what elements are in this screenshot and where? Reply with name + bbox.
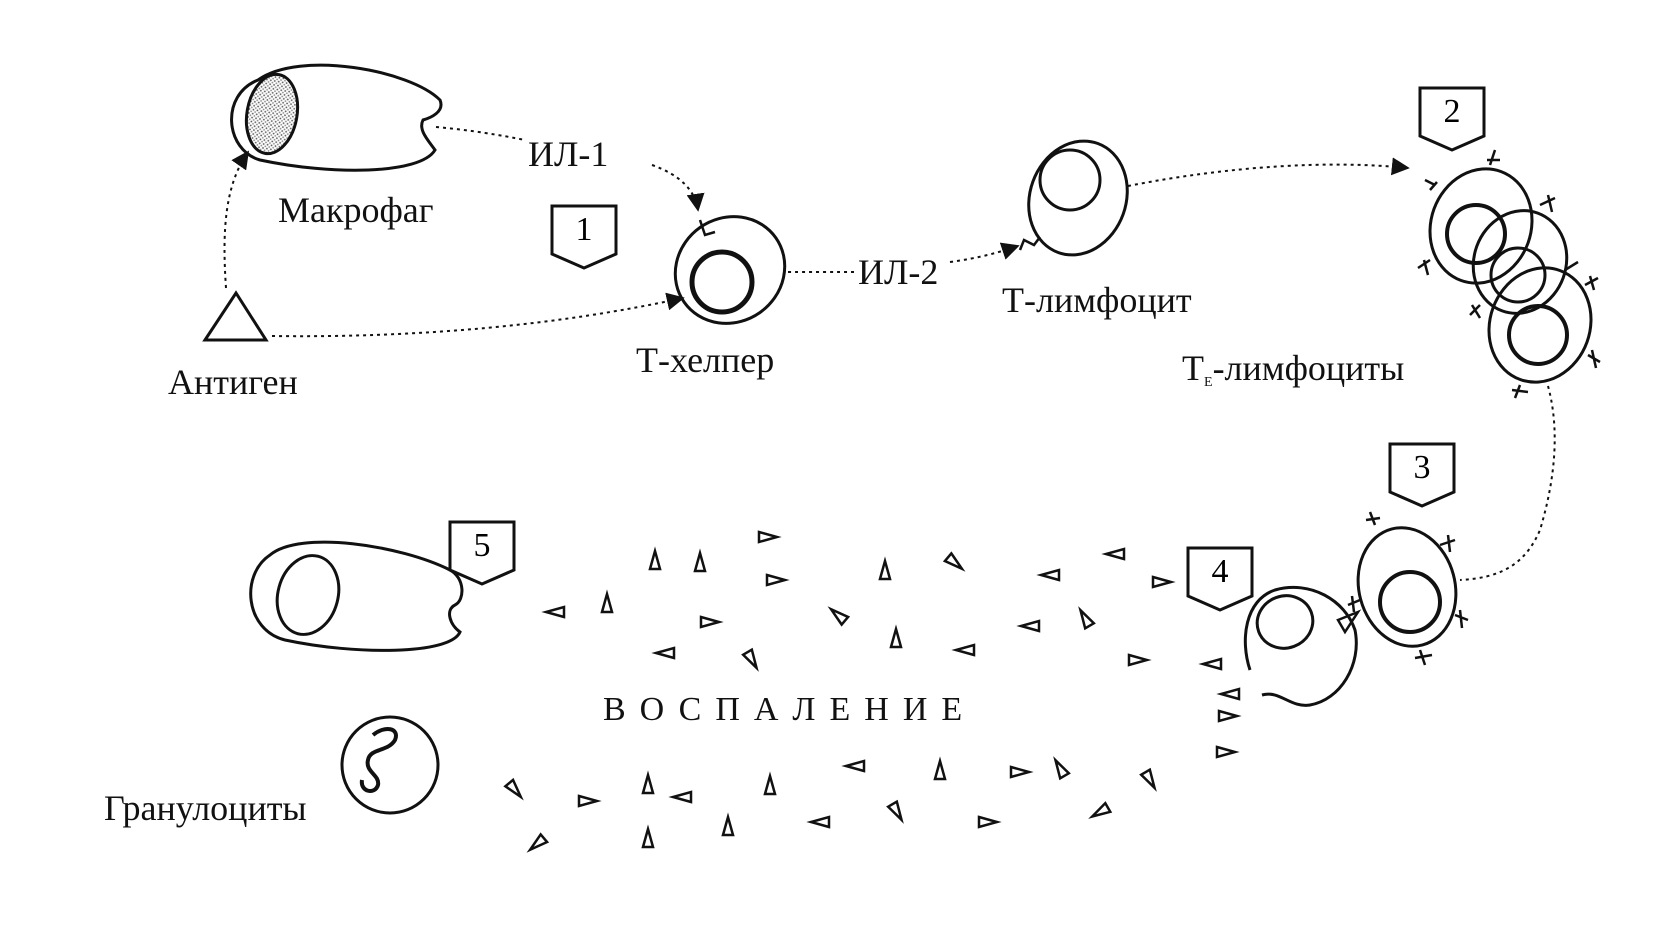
cytokine-triangle-icon: [1016, 619, 1041, 633]
cytokine-triangle-icon: [600, 589, 614, 614]
cytokine-triangle-icon: [1217, 709, 1242, 723]
cytokine-triangle-icon: [648, 546, 662, 571]
cytokine-field: [503, 530, 1242, 853]
cytokine-triangle-icon: [541, 605, 566, 619]
label-inflammation: ВОСПАЛЕНИЕ: [603, 691, 977, 728]
step-number: 4: [1212, 553, 1229, 590]
cytokine-triangle-icon: [526, 832, 550, 853]
cytokine-triangle-icon: [757, 530, 782, 544]
label-te-lymphocytes: ТЕ-лимфоциты: [1182, 350, 1404, 390]
label-granulocytes: Гранулоциты: [104, 788, 307, 828]
cytokine-triangle-icon: [1009, 765, 1034, 779]
step-badge-5: 5: [448, 520, 516, 586]
arrow-antigen-to-t-helper: [271, 292, 685, 338]
cytokine-triangle-icon: [942, 551, 966, 572]
cytokine-triangle-icon: [933, 756, 947, 781]
cytokine-triangle-icon: [741, 647, 759, 672]
cytokine-triangle-icon: [503, 777, 524, 801]
target-cell-icon: [1243, 585, 1362, 707]
t-lymphocyte-cell-icon: [1018, 139, 1129, 257]
step-badge-2: 2: [1418, 86, 1486, 152]
cytokine-triangle-icon: [577, 794, 602, 808]
label-te-subscript: Е: [1204, 375, 1213, 390]
cytokine-triangle-icon: [1127, 653, 1152, 667]
label-te-suffix: -лимфоциты: [1212, 348, 1405, 388]
cytokine-triangle-icon: [699, 615, 724, 629]
cytokine-triangle-icon: [886, 799, 904, 824]
cytokine-triangle-icon: [1198, 657, 1223, 671]
cytokine-triangle-icon: [641, 824, 655, 849]
step-number: 5: [474, 527, 491, 564]
arrow-t-lymphocyte-to-te: [1127, 157, 1410, 187]
label-il2: ИЛ-2: [858, 252, 939, 292]
macrophage-cell-icon: [230, 63, 443, 172]
step-number: 3: [1414, 449, 1431, 486]
label-macrophage: Макрофаг: [278, 190, 434, 230]
arrow-il2-to-t-lymphocyte: [949, 242, 1020, 263]
step-badge-3: 3: [1388, 442, 1456, 508]
step-number: 2: [1444, 93, 1461, 130]
arrow-macrophage-to-il1: [435, 126, 526, 141]
cytokine-triangle-icon: [765, 573, 790, 587]
arrow-te-to-effector: [1459, 385, 1556, 581]
cytokine-triangle-icon: [721, 812, 735, 837]
cytokine-triangle-icon: [1053, 756, 1071, 781]
step-badge-4: 4: [1186, 546, 1254, 612]
cytokine-triangle-icon: [693, 548, 707, 573]
cytokine-triangle-icon: [889, 624, 903, 649]
cytokine-triangle-icon: [763, 771, 777, 796]
cytokine-triangle-icon: [878, 556, 892, 581]
cytokine-triangle-icon: [1215, 745, 1240, 759]
cytokine-triangle-icon: [977, 815, 1002, 829]
macrophage-cell-icon: [249, 540, 464, 652]
arrow-il1-to-t-helper: [651, 164, 705, 212]
label-t-helper: Т-хелпер: [636, 340, 775, 380]
label-antigen: Антиген: [168, 362, 298, 402]
arrow-antigen-to-macrophage: [223, 150, 250, 289]
cytokine-triangle-icon: [806, 815, 831, 829]
cytokine-triangle-icon: [841, 759, 866, 773]
cytokine-triangle-icon: [1078, 606, 1096, 631]
step-number: 1: [576, 211, 593, 248]
cytokine-triangle-icon: [1088, 801, 1113, 819]
cytokine-triangle-icon: [1036, 568, 1061, 582]
te-lymphocytes-cluster-icon: [1417, 149, 1601, 399]
cytokine-triangle-icon: [668, 790, 693, 804]
cytokine-triangle-icon: [641, 770, 655, 795]
effector-t-cell-icon: [1347, 511, 1469, 666]
cytokine-triangle-icon: [1216, 687, 1241, 701]
cytokine-triangle-icon: [1151, 575, 1176, 589]
cytokine-triangle-icon: [1101, 547, 1126, 561]
cytokine-triangle-icon: [1139, 767, 1157, 792]
label-il1: ИЛ-1: [528, 134, 609, 174]
t-helper-cell-icon: [673, 215, 787, 325]
granulocyte-cell-icon: [340, 715, 440, 815]
cytokine-triangle-icon: [951, 643, 976, 657]
cytokine-triangle-icon: [651, 646, 676, 660]
label-te-prefix: Т: [1182, 348, 1204, 388]
label-t-lymphocyte: Т-лимфоцит: [1002, 280, 1192, 320]
cytokine-triangle-icon: [827, 606, 851, 627]
step-badge-1: 1: [550, 204, 618, 270]
antigen-triangle-icon: [202, 290, 269, 342]
